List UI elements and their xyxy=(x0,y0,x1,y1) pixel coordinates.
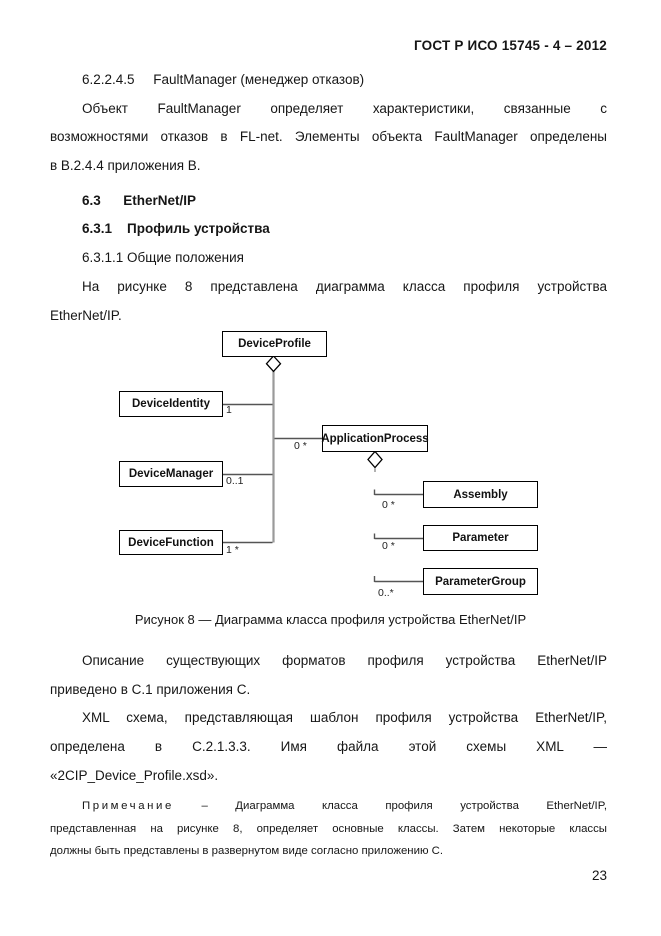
note-line: Примечание – Диаграмма класса профиля ус… xyxy=(50,795,607,818)
multiplicity-label: 0..1 xyxy=(226,475,244,487)
multiplicity-label: 0 * xyxy=(382,499,395,511)
paragraph-line: На рисунке 8 представлена диаграмма клас… xyxy=(82,278,607,294)
paragraph-line: «2CIP_Device_Profile.xsd». xyxy=(50,767,219,783)
class-box-parametergroup: ParameterGroup xyxy=(423,568,538,595)
figure-caption: Рисунок 8 — Диаграмма класса профиля уст… xyxy=(134,612,527,627)
multiplicity-label: 0 * xyxy=(294,440,307,452)
section-heading-6-3-1: 6.3.1 Профиль устройства xyxy=(82,221,270,237)
paragraph-line: в В.2.4.4 приложения В. xyxy=(50,158,201,174)
note-block: Примечание – Диаграмма класса профиля ус… xyxy=(50,795,607,863)
class-box-devicefunction: DeviceFunction xyxy=(119,530,223,555)
multiplicity-label: 0 * xyxy=(382,540,395,552)
paragraph-line: XML схема, представляющая шаблон профиля… xyxy=(82,710,607,726)
lower-text-block: Описание существующих форматов профиля у… xyxy=(50,647,607,790)
class-box-deviceprofile: DeviceProfile xyxy=(222,331,327,357)
paragraph-line: Описание существующих форматов профиля у… xyxy=(82,653,607,668)
aggregation-diamond-icon xyxy=(265,355,282,373)
note-line: должны быть представлены в развернутом в… xyxy=(50,845,444,858)
note-line: представленная на рисунке 8, определяет … xyxy=(50,822,607,835)
aggregation-diamond-icon xyxy=(367,450,383,469)
multiplicity-label: 1 xyxy=(226,404,232,416)
paragraph-line: приведено в С.1 приложения С. xyxy=(50,681,251,697)
note-text: – Диаграмма класса профиля устройства Et… xyxy=(173,800,607,812)
paragraph-line: Объект FaultManager определяет характери… xyxy=(82,100,607,116)
paragraph-line: определена в С.2.1.3.3. Имя файла этой с… xyxy=(50,739,607,755)
document-header: ГОСТ Р ИСО 15745 - 4 – 2012 xyxy=(414,38,607,53)
paragraph-line: возможностями отказов в FL-net. Элементы… xyxy=(50,129,607,145)
class-box-parameter: Parameter xyxy=(423,525,538,551)
section-heading-6-3-1-1: 6.3.1.1 Общие положения xyxy=(82,250,244,266)
section-heading-6-3: 6.3 EtherNet/IP xyxy=(82,192,197,208)
class-box-applicationprocess: ApplicationProcess xyxy=(321,425,429,452)
multiplicity-label: 0..* xyxy=(378,587,394,599)
note-label: Примечание xyxy=(82,800,174,812)
class-box-deviceidentity: DeviceIdentity xyxy=(119,391,223,417)
clause-heading-6-2-2-4-5: 6.2.2.4.5 FaultManager (менеджер отказов… xyxy=(82,72,365,87)
paragraph-line: EtherNet/IP. xyxy=(50,307,122,323)
page-number: 23 xyxy=(591,868,607,883)
multiplicity-label: 1 * xyxy=(226,544,239,556)
upper-text-block: 6.2.2.4.5 FaultManager (менеджер отказов… xyxy=(50,66,607,330)
class-box-devicemanager: DeviceManager xyxy=(119,461,223,487)
class-box-assembly: Assembly xyxy=(423,481,538,508)
